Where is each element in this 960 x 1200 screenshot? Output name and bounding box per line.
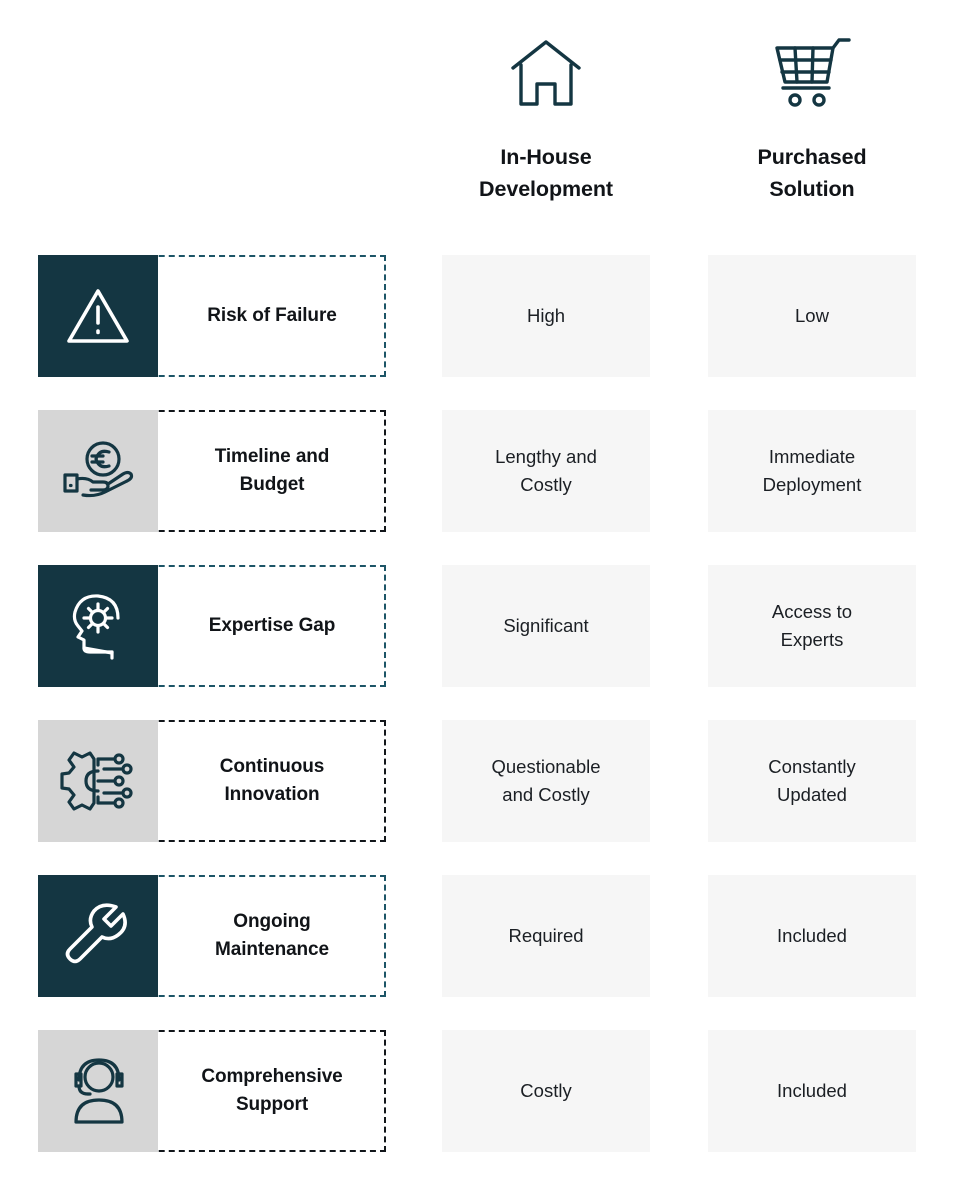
row-label: Continuous Innovation	[219, 756, 325, 805]
shopping-cart-icon	[771, 30, 853, 116]
warning-triangle-icon	[38, 255, 158, 377]
column-header-in-house: In-House Development	[442, 30, 650, 206]
cell-in-house: Questionable and Costly	[442, 720, 650, 842]
house-icon	[507, 30, 585, 116]
cell-in-house: Significant	[442, 565, 650, 687]
table-row: Expertise Gap Significant Access to Expe…	[0, 565, 960, 687]
cell-purchased: Low	[708, 255, 916, 377]
row-label: Timeline and Budget	[214, 446, 330, 495]
headset-support-agent-icon	[38, 1030, 158, 1152]
cell-purchased: Immediate Deployment	[708, 410, 916, 532]
row-label: Risk of Failure	[207, 305, 337, 327]
table-header-row: In-House Development Purchased Solution	[0, 30, 960, 215]
column-header-purchased: Purchased Solution	[708, 30, 916, 206]
cell-in-house: Costly	[442, 1030, 650, 1152]
table-row: Risk of Failure High Low	[0, 255, 960, 377]
cell-in-house: Required	[442, 875, 650, 997]
table-row: Timeline and Budget Lengthy and Costly I…	[0, 410, 960, 532]
cell-purchased: Included	[708, 875, 916, 997]
cell-in-house: High	[442, 255, 650, 377]
row-label: Ongoing Maintenance	[215, 911, 329, 960]
table-row: Ongoing Maintenance Required Included	[0, 875, 960, 997]
column-header-purchased-label: Purchased Solution	[757, 145, 867, 201]
cell-in-house: Lengthy and Costly	[442, 410, 650, 532]
table-row: Continuous Innovation Questionable and C…	[0, 720, 960, 842]
head-with-gear-icon	[38, 565, 158, 687]
wrench-icon	[38, 875, 158, 997]
cell-purchased: Access to Experts	[708, 565, 916, 687]
cell-purchased: Constantly Updated	[708, 720, 916, 842]
cell-purchased: Included	[708, 1030, 916, 1152]
gear-circuit-icon	[38, 720, 158, 842]
column-header-in-house-label: In-House Development	[479, 145, 613, 201]
row-label: Expertise Gap	[208, 615, 336, 637]
hand-holding-euro-coin-icon	[38, 410, 158, 532]
table-row: Comprehensive Support Costly Included	[0, 1030, 960, 1152]
row-label: Comprehensive Support	[201, 1066, 343, 1115]
